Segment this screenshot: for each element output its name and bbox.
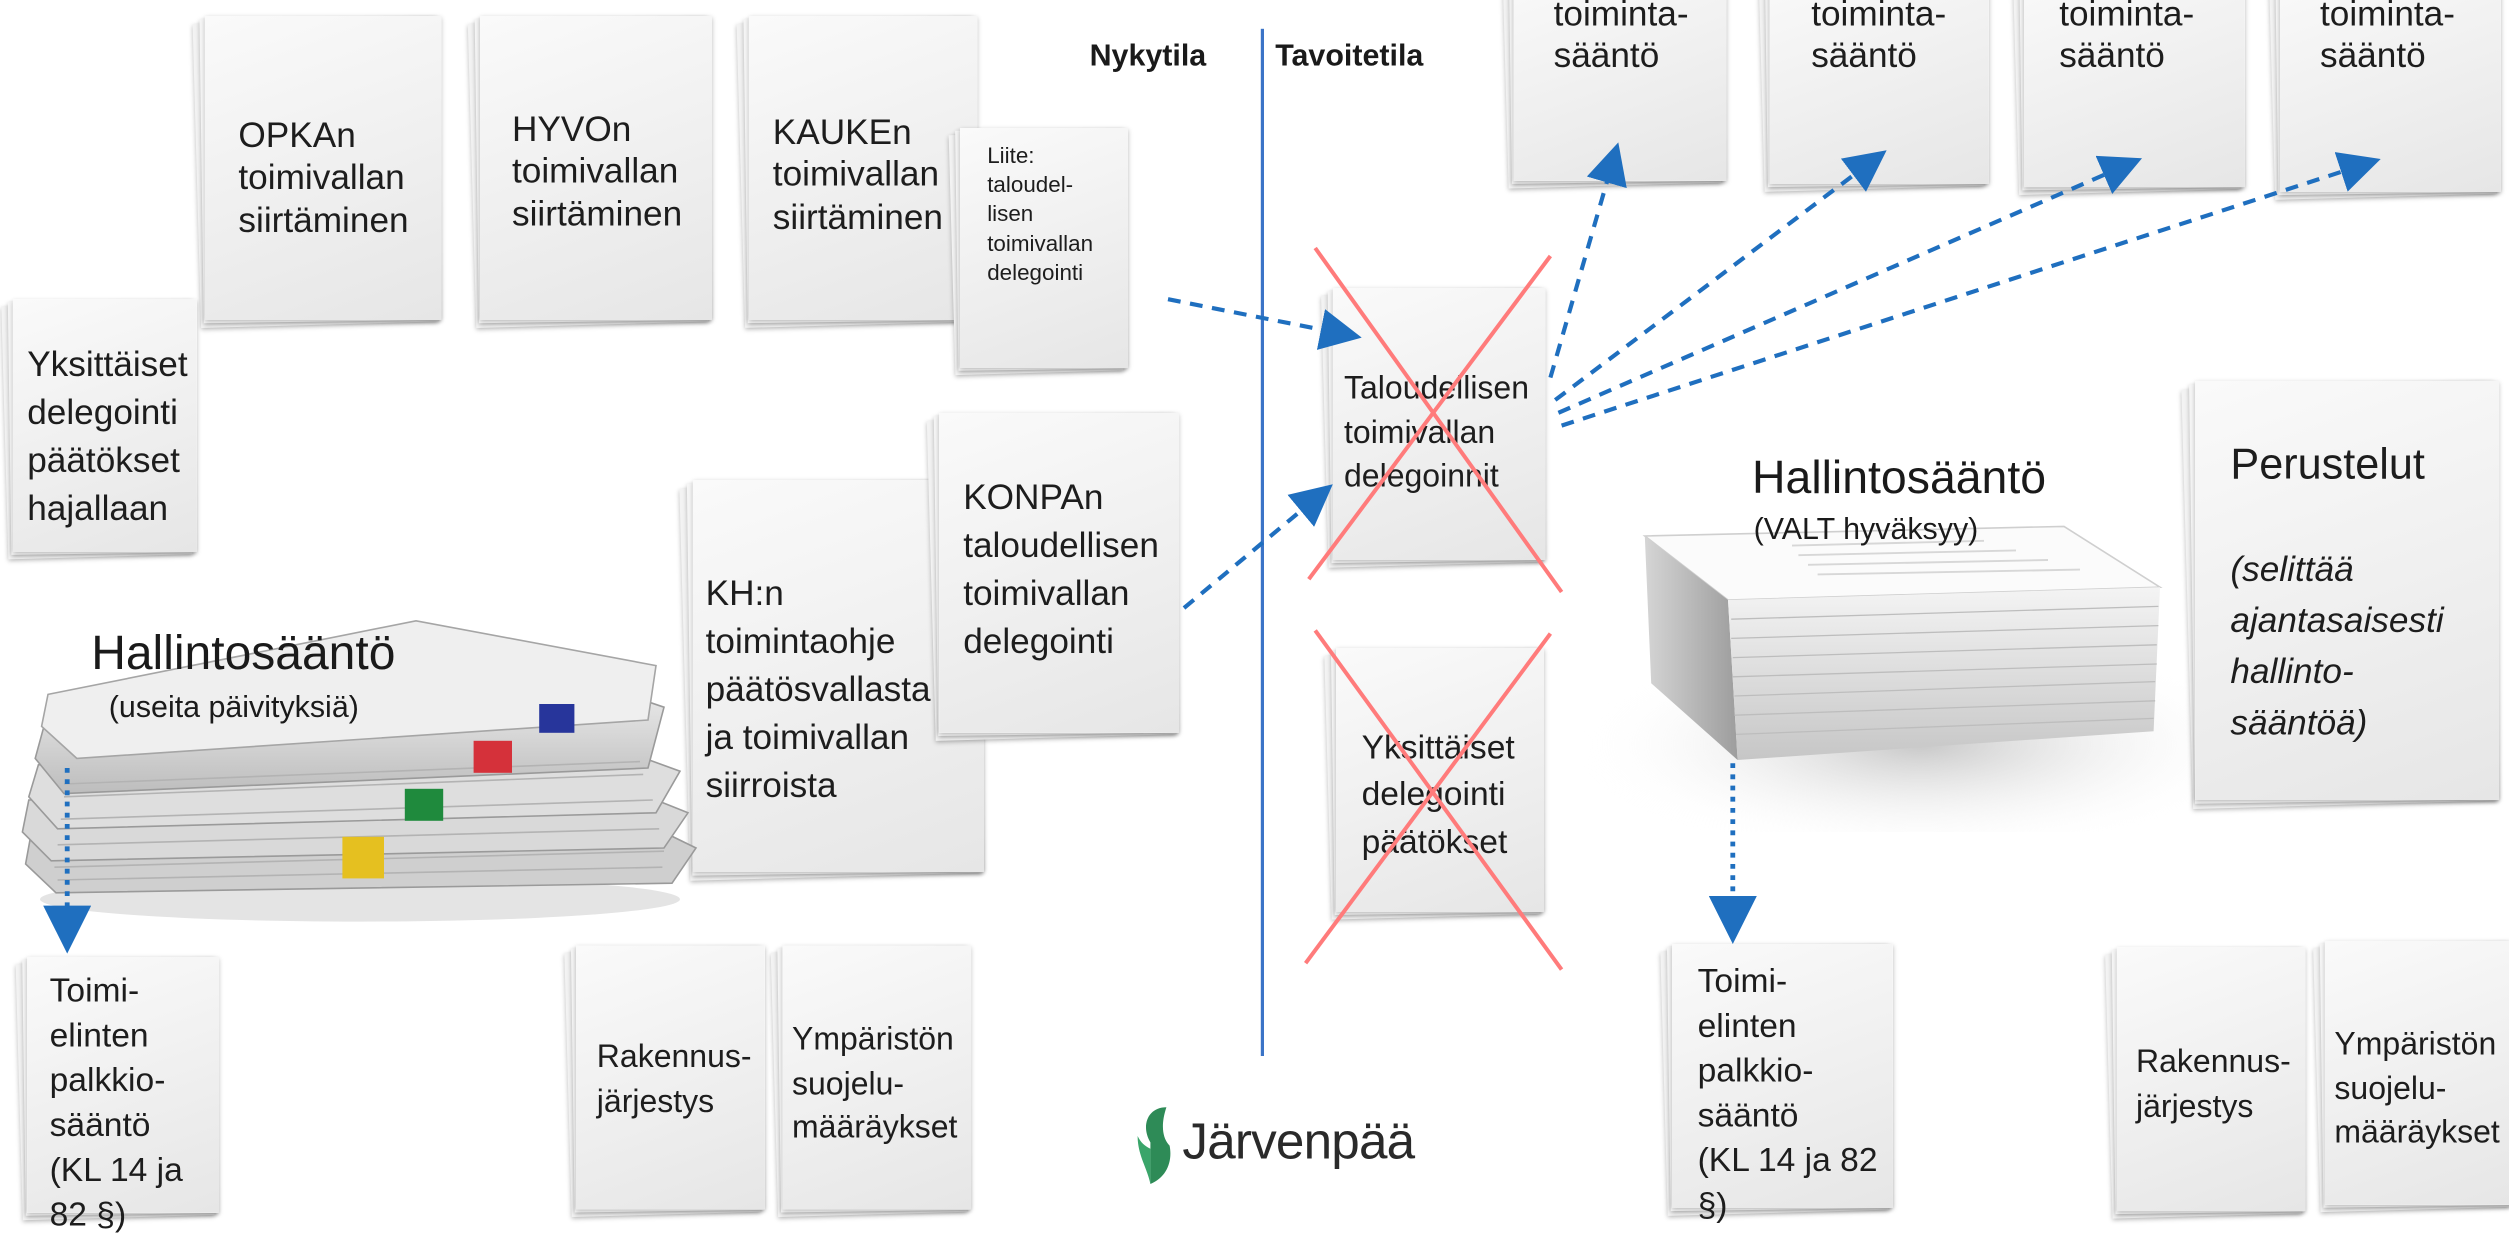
doc-individual-scattered: Yksittäiset delegointi päätökset hajalla… [1,299,197,560]
admin-rule-new-subtitle: (VALT hyväksyy) [1753,513,1979,548]
doc-justification-title: Perustelut [2230,440,2425,488]
arrow-to-rule-1 [1548,142,1627,379]
arrow-to-rule-4 [1560,152,2381,428]
doc-opka: OPKAn toimivallan siirtäminen [192,15,442,329]
doc-individual-scattered-text: Yksittäiset delegointi päätökset hajalla… [27,344,188,528]
doc-konpa-text: KONPAn taloudellisen toimivallan delegoi… [963,476,1159,661]
doc-rule-4-text: toiminta- sääntö [2320,0,2455,76]
doc-kauke-text: KAUKEn toimivallan siirtäminen [772,112,943,237]
doc-fees-new-text: Toimi- elinten palkkio- sääntö (KL 14 ja… [1697,963,1878,1224]
doc-rule-2-text: toiminta- sääntö [1811,0,1947,76]
doc-justification: Perustelut (selittää ajantasaisesti hall… [2181,380,2500,809]
doc-building-new: Rakennus- järjestys [2105,947,2306,1219]
doc-environment-new: Ympäristön suojelu- määräykset [2313,940,2509,1213]
doc-rule-4: toiminta- sääntö [2268,0,2501,200]
doc-konpa: KONPAn taloudellisen toimivallan delegoi… [926,412,1180,741]
doc-building-old-text: Rakennus- järjestys [596,1040,752,1120]
doc-opka-text: OPKAn toimivallan siirtäminen [238,115,409,240]
doc-building-new-text: Rakennus- järjestys [2136,1044,2291,1125]
doc-environment-old: Ympäristön suojelu- määräykset [770,945,972,1217]
doc-attachment-text: Liite: taloudel- lisen toimivallan deleg… [987,142,1094,285]
arrow-attachment-to-delegations [1167,297,1362,350]
doc-kauke: KAUKEn toimivallan siirtäminen [736,16,978,328]
admin-rule-old-subtitle: (useita päivityksiä) [108,691,359,725]
admin-rule-old-title: Hallintosääntö [91,627,396,680]
doc-rule-3-text: toiminta- sääntö [2059,0,2195,76]
doc-attachment: Liite: taloudel- lisen toimivallan deleg… [948,128,1128,376]
logo-text: Järvenpää [1182,1112,1415,1170]
logo-mark-icon [1137,1107,1171,1184]
target-state-heading: Tavoitetila [1275,40,1424,74]
doc-building-old: Rakennus- järjestys [564,945,765,1217]
admin-rule-stack-new [1584,525,2208,832]
doc-hyvo-text: HYVOn toimivallan siirtäminen [512,108,683,234]
arrows-layer [43,142,2381,954]
doc-fees-new: Toimi- elinten palkkio- sääntö (KL 14 ja… [1660,944,1893,1223]
admin-rule-new-title: Hallintosääntö [1752,452,2047,504]
doc-justification-body: (selittää ajantasaisesti hallinto- säänt… [2230,548,2444,742]
doc-environment-new-text: Ympäristön suojelu- määräykset [2334,1027,2500,1151]
current-state-heading: Nykytila [1089,40,1207,74]
doc-environment-old-text: Ympäristön suojelu- määräykset [792,1022,958,1146]
doc-rule-1-text: toiminta- sääntö [1553,0,1689,76]
arrow-to-rule-3 [1557,155,2143,415]
admin-rule-stack-old [21,619,698,922]
doc-kh-text: KH:n toimintaohje päätösvallasta ja toim… [705,572,931,805]
arrow-konpa-to-delegations [1182,484,1333,610]
doc-hyvo: HYVOn toimivallan siirtäminen [467,15,712,328]
arrow-to-rule-2 [1553,150,1887,402]
